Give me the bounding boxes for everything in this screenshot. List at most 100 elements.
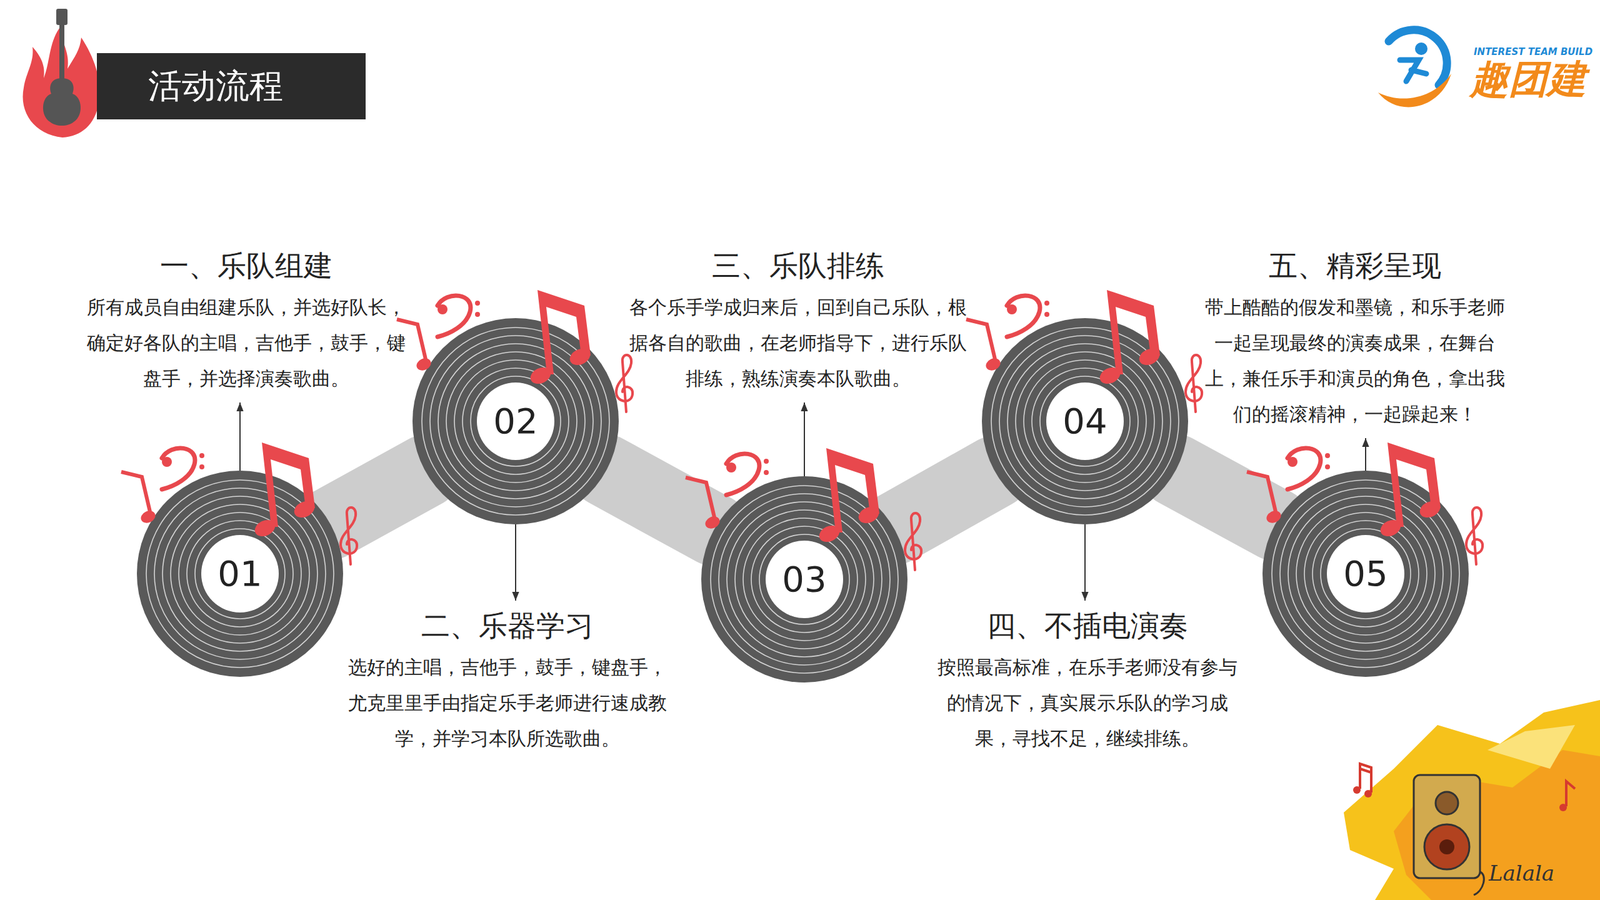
step-text-block: 二、乐器学习选好的主唱，吉他手，鼓手，键盘手，尤克里里手由指定乐手老师进行速成教… [345,606,670,757]
vinyl-record: 03 [701,476,908,683]
music-notes [1246,442,1483,565]
music-notes [121,442,357,565]
step-text-block: 五、精彩呈现带上酷酷的假发和墨镜，和乐手老师一起呈现最终的演奏成果，在舞台上，兼… [1198,246,1512,432]
step-description: 带上酷酷的假发和墨镜，和乐手老师一起呈现最终的演奏成果，在舞台上，兼任乐手和演员… [1198,289,1512,432]
record-groove [1288,496,1444,652]
record-groove [1320,528,1411,619]
record-groove [186,520,294,627]
speaker-tweeter [1435,791,1459,815]
record-groove [999,335,1171,507]
vinyl-record: 05 [1262,470,1469,677]
record-groove [743,518,866,641]
guitar-flame-icon [23,8,100,138]
record-groove [1007,343,1163,499]
step-number: 02 [493,403,538,439]
record-groove [438,343,594,499]
record-groove [1280,488,1452,660]
arrow-connector [515,524,517,601]
step-heading: 一、乐队组建 [86,246,406,285]
logo-mark [1378,30,1452,108]
record-groove [726,501,882,657]
record-groove [462,368,569,475]
slide-title: 活动流程 [96,53,366,120]
step-description: 各个乐手学成归来后，回到自己乐队，根据各自的歌曲，在老师指导下，进行乐队排练，熟… [626,289,970,397]
music-note [1364,790,1372,798]
step-number: 01 [217,556,262,592]
vinyl-record: 04 [981,318,1189,525]
music-note [1360,763,1372,793]
record-groove [1023,360,1147,483]
record-groove [195,528,285,619]
paint-splash [1487,725,1575,769]
arrow-connector [803,402,805,477]
record-groove [1271,480,1460,668]
record-groove [991,327,1179,515]
step-heading: 二、乐器学习 [345,606,670,645]
speaker-illustration [1343,700,1600,900]
band-connector [330,471,425,524]
record-label [476,382,555,460]
logo-subtitle: INTEREST TEAM BUILD [1473,47,1593,57]
step-text-block: 一、乐队组建所有成员自由组建乐队，并选好队长，确定好各队的主唱，吉他手，鼓手，键… [86,246,406,397]
vinyl-record: 02 [412,318,619,525]
paint-splash [1343,700,1600,900]
step-text-block: 四、不插电演奏按照最高标准，在乐手老师没有参与的情况下，真实展示乐队的学习成果，… [931,606,1244,757]
record-groove [759,534,850,625]
music-note [1566,781,1575,807]
record-groove [1040,376,1130,467]
record-groove [154,488,326,660]
arrow-connector [1365,438,1367,471]
speaker-cone [1439,839,1455,855]
step-heading: 三、乐队排练 [626,246,970,285]
record-groove [1304,512,1427,635]
record-groove [170,504,310,644]
record-groove [470,376,561,467]
logo-figure [1400,60,1427,82]
step-number: 05 [1343,556,1388,592]
music-note [1559,803,1567,812]
vinyl-record: 01 [136,470,344,677]
record-label [1046,382,1124,460]
record-groove [1296,504,1435,644]
logo-arc [1388,30,1447,85]
record-groove [710,485,899,674]
logo-head [1415,42,1428,55]
record-label [201,535,279,613]
record-groove [162,496,318,652]
music-notes [966,290,1202,412]
step-text-block: 三、乐队排练各个乐手学成归来后，回到自己乐队，根据各自的歌曲，在老师指导下，进行… [626,246,970,397]
arrow-connector [1084,524,1086,601]
record-groove [454,360,577,483]
arrow-connector [239,402,241,471]
step-number: 03 [781,561,827,597]
paint-splash [1393,750,1600,900]
step-heading: 四、不插电演奏 [931,606,1244,645]
record-groove [751,526,858,633]
record-groove [446,351,585,491]
band-connector [894,471,996,529]
music-notes [396,290,633,412]
music-note [1353,786,1361,794]
record-groove [1312,520,1419,627]
step-number: 04 [1062,403,1107,439]
record-groove [1031,368,1139,475]
record-groove [718,493,890,665]
guitar-body [43,78,81,126]
step-description: 按照最高标准，在乐手老师没有参与的情况下，真实展示乐队的学习成果，寻找不足，继续… [931,649,1244,757]
handwritten-note: Lalala [1488,862,1555,884]
step-description: 选好的主唱，吉他手，鼓手，键盘手，尤克里里手由指定乐手老师进行速成教学，并学习本… [345,649,670,757]
record-groove [146,480,334,668]
speaker-woofer [1424,824,1470,870]
step-description: 所有成员自由组建乐队，并选好队长，确定好各队的主唱，吉他手，鼓手，键盘手，并选择… [86,289,406,397]
guitar-head [56,8,68,25]
logo-swoosh [1378,73,1452,107]
music-notes [685,448,922,570]
record-groove [178,512,302,635]
record-label [765,540,844,619]
logo-text: 趣团建 [1470,60,1587,99]
step-heading: 五、精彩呈现 [1198,246,1512,285]
speaker-cable [1473,871,1484,895]
